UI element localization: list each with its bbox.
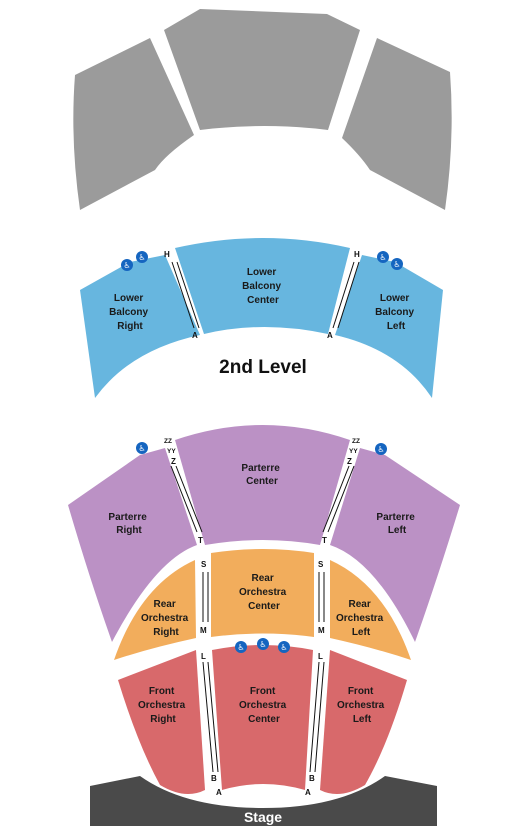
row-label-h-right: H bbox=[354, 250, 360, 259]
stage bbox=[90, 776, 437, 826]
svg-text:♿: ♿ bbox=[377, 445, 384, 454]
parterre-left-section[interactable] bbox=[330, 448, 460, 642]
row-label-zz-left: ZZ bbox=[164, 438, 172, 445]
row-label-z-left: Z bbox=[171, 457, 176, 466]
wheelchair-icon[interactable]: ♿ bbox=[136, 251, 148, 263]
upper-balcony-center-section[interactable] bbox=[164, 9, 360, 130]
wheelchair-icon[interactable]: ♿ bbox=[278, 641, 290, 653]
parterre-right-label: Parterre Right bbox=[108, 512, 149, 536]
rear-orchestra-center-label: Rear Orchestra Center bbox=[239, 573, 289, 612]
svg-text:♿: ♿ bbox=[138, 444, 145, 453]
row-label-a-balcony-left: A bbox=[192, 331, 198, 340]
svg-text:♿: ♿ bbox=[280, 643, 287, 652]
front-orchestra-center-section[interactable] bbox=[212, 645, 313, 790]
parterre-center-label: Parterre Center bbox=[241, 463, 282, 487]
svg-text:♿: ♿ bbox=[138, 253, 145, 262]
lower-balcony-right-section[interactable] bbox=[80, 255, 200, 398]
front-orchestra-right-section[interactable] bbox=[118, 650, 205, 794]
lower-balcony-center-label: Lower Balcony Center bbox=[242, 267, 284, 306]
wheelchair-icon[interactable]: ♿ bbox=[136, 442, 148, 454]
parterre-right-section[interactable] bbox=[68, 448, 197, 642]
rear-orchestra-left-section[interactable] bbox=[330, 560, 411, 660]
rear-orchestra-center-section[interactable] bbox=[211, 549, 314, 637]
row-label-a-balcony-right: A bbox=[327, 331, 333, 340]
row-label-zz-right: ZZ bbox=[352, 438, 360, 445]
rear-orchestra-right-section[interactable] bbox=[114, 560, 196, 660]
svg-text:♿: ♿ bbox=[379, 253, 386, 262]
svg-text:♿: ♿ bbox=[259, 640, 266, 649]
parterre-left-label: Parterre Left bbox=[376, 512, 417, 536]
front-orchestra-right-label: Front Orchestra Right bbox=[138, 686, 188, 725]
row-label-a-front-left: A bbox=[216, 788, 222, 797]
row-label-yy-left: YY bbox=[167, 448, 176, 455]
row-label-l-right: L bbox=[318, 652, 323, 661]
lower-balcony-left-label: Lower Balcony Left bbox=[375, 293, 417, 332]
wheelchair-icon[interactable]: ♿ bbox=[375, 443, 387, 455]
parterre-center-section[interactable] bbox=[175, 425, 350, 545]
row-label-t-right: T bbox=[322, 536, 327, 545]
row-label-yy-right: YY bbox=[349, 448, 358, 455]
lower-balcony-center-section[interactable] bbox=[175, 238, 350, 334]
wheelchair-icon[interactable]: ♿ bbox=[391, 258, 403, 270]
svg-text:♿: ♿ bbox=[123, 261, 130, 270]
rear-orchestra-right-label: Rear Orchestra Right bbox=[141, 599, 191, 638]
row-label-m-right: M bbox=[318, 626, 325, 635]
rear-orchestra-left-label: Rear Orchestra Left bbox=[336, 599, 386, 638]
row-label-b-left: B bbox=[211, 774, 217, 783]
stage-label: Stage bbox=[244, 809, 282, 825]
row-label-l-left: L bbox=[201, 652, 206, 661]
row-label-b-right: B bbox=[309, 774, 315, 783]
wheelchair-icon[interactable]: ♿ bbox=[257, 638, 269, 650]
row-label-s-right: S bbox=[318, 560, 324, 569]
wheelchair-icon[interactable]: ♿ bbox=[377, 251, 389, 263]
wheelchair-icon[interactable]: ♿ bbox=[235, 641, 247, 653]
upper-balcony-right-section[interactable] bbox=[73, 38, 194, 210]
wheelchair-icon[interactable]: ♿ bbox=[121, 259, 133, 271]
svg-text:♿: ♿ bbox=[393, 260, 400, 269]
row-label-t-left: T bbox=[198, 536, 203, 545]
row-label-m-left: M bbox=[200, 626, 207, 635]
row-label-a-front-right: A bbox=[305, 788, 311, 797]
lower-balcony-right-label: Lower Balcony Right bbox=[109, 293, 151, 332]
front-orchestra-left-label: Front Orchestra Left bbox=[337, 686, 387, 725]
level-label: 2nd Level bbox=[219, 357, 307, 378]
lower-balcony-left-section[interactable] bbox=[335, 255, 443, 398]
front-orchestra-left-section[interactable] bbox=[320, 650, 407, 794]
front-orchestra-center-label: Front Orchestra Center bbox=[239, 686, 289, 725]
row-label-s-left: S bbox=[201, 560, 207, 569]
svg-text:♿: ♿ bbox=[237, 643, 244, 652]
aisle-lines bbox=[170, 261, 360, 773]
row-label-h-left: H bbox=[164, 250, 170, 259]
row-label-z-right: Z bbox=[347, 457, 352, 466]
upper-balcony-left-section[interactable] bbox=[342, 38, 452, 210]
